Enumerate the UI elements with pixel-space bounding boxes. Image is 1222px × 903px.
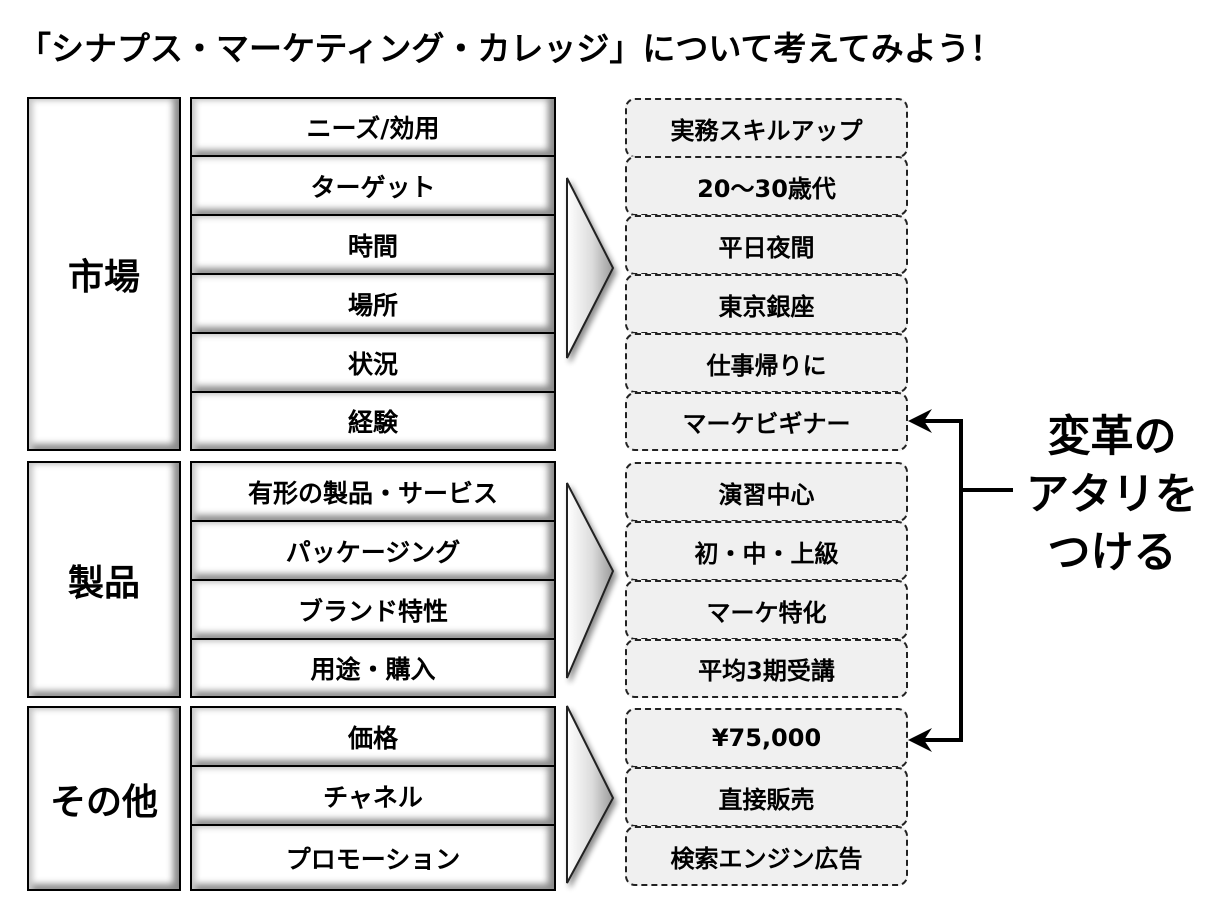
result-box: 仕事帰りに [625,333,908,393]
item-label: チャネル [323,782,423,812]
item-row: 経験 [190,391,556,451]
item-label: 時間 [347,231,398,261]
item-label: パッケージング [285,537,461,567]
item-label: 用途・購入 [310,655,436,684]
result-box: 東京銀座 [625,274,908,334]
chevron-right-icon [566,177,615,359]
item-row: プロモーション [190,824,556,891]
result-label: ¥75,000 [711,724,822,752]
item-row: 状況 [190,332,556,393]
result-label: 初・中・上級 [694,539,839,568]
result-label: 直接販売 [718,785,815,814]
result-box: 平日夜間 [625,215,908,275]
item-label: プロモーション [285,844,461,874]
callout-line: 変革の [1047,412,1177,462]
result-label: 仕事帰りに [706,351,827,380]
result-label: マーケビギナー [682,410,851,438]
category-other: その他 [27,706,181,891]
result-box: 平均3期受講 [625,639,908,698]
category-label: 市場 [67,257,140,298]
item-label: 経験 [347,408,398,437]
chevron-right-icon [566,705,615,884]
result-label: 平日夜間 [718,233,815,262]
item-label: ブランド特性 [297,596,448,626]
result-label: 実務スキルアップ [670,116,863,145]
result-box: マーケ特化 [625,580,908,640]
item-label: ニーズ/効用 [306,114,440,143]
item-label: 状況 [347,349,398,379]
callout-line: アタリを [1026,470,1198,520]
result-box: 検索エンジン広告 [625,826,908,886]
category-label: その他 [49,781,158,823]
category-label: 製品 [67,562,140,604]
item-label: 有形の製品・サービス [247,478,498,508]
callout-text: 変革の アタリを つける [1022,408,1202,582]
item-row: ブランド特性 [190,579,556,640]
result-box: マーケビギナー [625,392,908,451]
result-label: 検索エンジン広告 [670,844,863,873]
result-label: 平均3期受講 [698,657,835,685]
result-label: マーケ特化 [706,598,827,627]
category-product: 製品 [27,461,181,698]
result-box: 直接販売 [625,767,908,827]
category-market: 市場 [27,97,181,451]
result-label: 演習中心 [718,480,815,509]
item-label: ターゲット [310,172,436,202]
item-row: 用途・購入 [190,638,556,698]
result-label: 東京銀座 [718,292,815,321]
arrow-left-icon [908,409,932,433]
result-box: 実務スキルアップ [625,98,908,158]
result-label: 20～30歳代 [697,174,836,203]
item-row: 有形の製品・サービス [190,461,556,522]
arrow-left-icon [908,728,932,752]
item-row: 場所 [190,273,556,334]
item-label: 場所 [347,290,398,320]
item-row: ニーズ/効用 [190,97,556,157]
bracket-line [920,419,963,742]
item-row: パッケージング [190,520,556,581]
callout-line: つける [1047,528,1177,578]
item-label: 価格 [347,723,398,753]
chevron-right-icon [566,482,615,679]
result-box: 初・中・上級 [625,521,908,581]
page-title: 「シナプス・マーケティング・カレッジ」について考えてみよう！ [18,29,1003,68]
